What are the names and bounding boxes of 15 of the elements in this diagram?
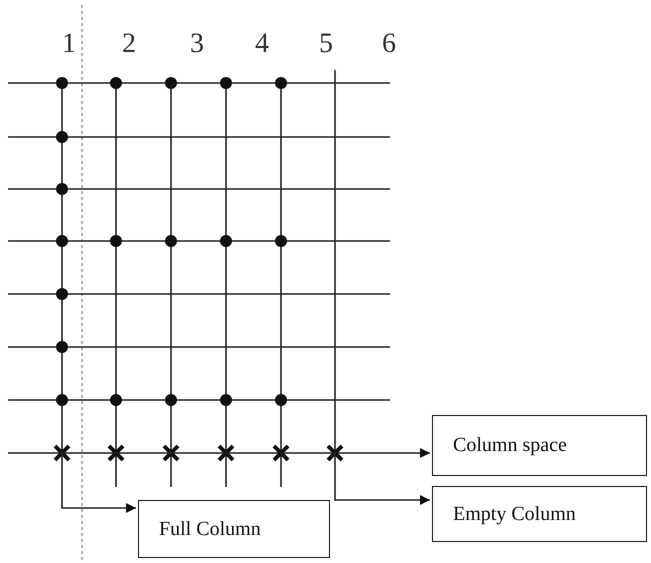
arrow xyxy=(8,448,430,458)
box-label: Column space xyxy=(453,434,567,457)
label-box xyxy=(432,415,647,476)
column-number: 4 xyxy=(255,30,269,58)
label-box xyxy=(138,500,330,558)
box-label: Empty Column xyxy=(453,502,576,526)
column-number: 1 xyxy=(62,30,76,58)
arrow xyxy=(334,453,430,505)
column-number: 5 xyxy=(319,30,333,58)
column-number: 3 xyxy=(190,30,204,58)
arrow xyxy=(61,453,136,513)
label-box xyxy=(432,486,647,542)
box-label: Full Column xyxy=(159,518,261,540)
column-number: 6 xyxy=(382,30,396,58)
column-number: 2 xyxy=(122,30,136,58)
